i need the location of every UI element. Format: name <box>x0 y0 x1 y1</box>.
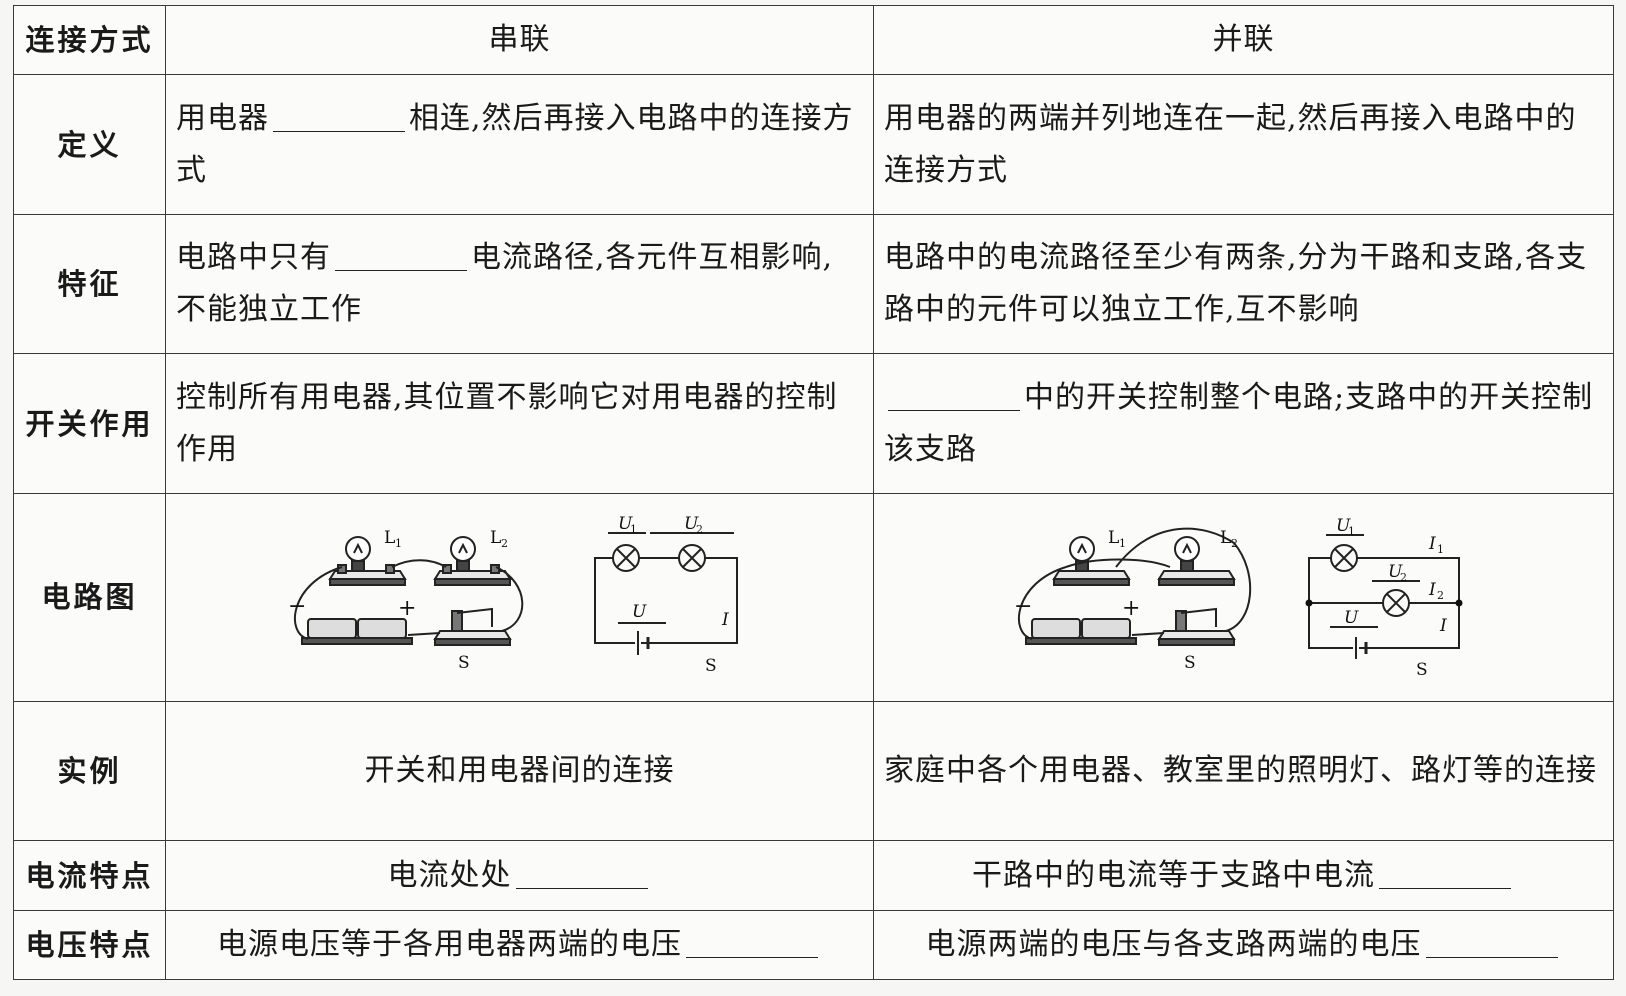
parallel-I1-label: I <box>1428 534 1437 554</box>
series-schematic <box>593 532 738 656</box>
example-parallel: 家庭中各个用电器、教室里的照明灯、路灯等的连接 <box>873 700 1614 842</box>
row-feature: 特征 电路中只有电流路径,各元件互相影响,不能独立工作 电路中的电流路径至少有两… <box>13 213 1614 355</box>
parallel-L1-sub: 1 <box>1119 537 1127 550</box>
diagram-parallel: L 1 L 2 − + S <box>873 493 1614 702</box>
fill-blank <box>1425 927 1558 958</box>
fill-blank <box>686 927 818 958</box>
series-S2-label: S <box>705 656 718 676</box>
fill-blank <box>273 101 405 132</box>
series-plus-label: + <box>398 596 417 621</box>
voltage-series-before: 电源电压等于各用电器两端的电压 <box>217 926 682 962</box>
parallel-I2-sub: 2 <box>1437 589 1445 602</box>
series-circuit-diagrams: L 1 L 2 − + S <box>288 514 738 676</box>
parallel-U1-sub: 1 <box>1348 525 1356 538</box>
fill-blank <box>335 240 467 272</box>
current-series: 电流处处 <box>165 840 874 911</box>
parallel-U-label: U <box>1344 608 1359 628</box>
feature-series: 电路中只有电流路径,各元件互相影响,不能独立工作 <box>165 213 874 355</box>
diagram-series: L 1 L 2 − + S <box>165 493 874 702</box>
junction-dot <box>1455 599 1462 607</box>
parallel-circuit-diagrams: L 1 L 2 − + S <box>1014 516 1462 680</box>
series-S-label: S <box>458 653 471 673</box>
definition-series-before: 用电器 <box>176 100 269 136</box>
parallel-I1-sub: 1 <box>1437 543 1445 556</box>
definition-parallel: 用电器的两端并列地连在一起,然后再接入电路中的连接方式 <box>873 74 1614 215</box>
series-minus-label: − <box>288 594 307 619</box>
feature-parallel: 电路中的电流路径至少有两条,分为干路和支路,各支路中的元件可以独立工作,互不影响 <box>873 213 1614 355</box>
series-U2-label: U <box>684 514 699 534</box>
switch-parallel-after: 中的开关控制整个电路;支路中的开关控制该支路 <box>884 379 1594 467</box>
row-switch: 开关作用 控制所有用电器,其位置不影响它对用电器的控制作用 中的开关控制整个电路… <box>13 353 1614 494</box>
switch-parallel: 中的开关控制整个电路;支路中的开关控制该支路 <box>873 353 1614 494</box>
series-U1-sub: 1 <box>630 523 638 536</box>
current-parallel: 干路中的电流等于支路中电流 <box>873 840 1614 911</box>
voltage-parallel: 电源两端的电压与各支路两端的电压 <box>873 909 1614 981</box>
row-voltage-feature: 电压特点 电源电压等于各用电器两端的电压 电源两端的电压与各支路两端的电压 <box>13 909 1614 981</box>
series-L2-sub: 2 <box>501 537 509 550</box>
row-label-switch: 开关作用 <box>13 353 166 494</box>
battery-icon <box>300 618 413 646</box>
definition-series: 用电器相连,然后再接入电路中的连接方式 <box>165 74 874 215</box>
parallel-S2-label: S <box>1416 660 1429 680</box>
row-definition: 定义 用电器相连,然后再接入电路中的连接方式 用电器的两端并列地连在一起,然后再… <box>13 74 1614 215</box>
switch-icon <box>432 608 512 647</box>
parallel-I2-label: I <box>1428 580 1437 600</box>
example-series: 开关和用电器间的连接 <box>165 700 874 842</box>
voltage-parallel-before: 电源两端的电压与各支路两端的电压 <box>925 926 1422 962</box>
header-row: 连接方式 串联 并联 <box>13 4 1614 76</box>
row-diagram: 电路图 <box>13 493 1614 702</box>
lamp-board-icon <box>1156 536 1236 587</box>
row-label-feature: 特征 <box>13 213 166 355</box>
voltage-series: 电源电压等于各用电器两端的电压 <box>165 909 874 981</box>
feature-series-before: 电路中只有 <box>176 240 331 276</box>
definition-series-after: 相连,然后再接入电路中的连接方式 <box>176 100 854 188</box>
header-parallel: 并联 <box>873 4 1614 76</box>
series-L2-label: L <box>490 528 502 548</box>
row-label-current: 电流特点 <box>13 840 166 911</box>
series-U2-sub: 2 <box>696 523 704 536</box>
parallel-U2-sub: 2 <box>1400 571 1408 584</box>
series-U1-label: U <box>618 514 633 534</box>
switch-series: 控制所有用电器,其位置不影响它对用电器的控制作用 <box>165 353 874 494</box>
row-label-example: 实例 <box>13 700 166 842</box>
parallel-U2-label: U <box>1388 562 1403 582</box>
parallel-L2-label: L <box>1220 528 1232 548</box>
current-series-before: 电流处处 <box>387 857 512 893</box>
parallel-I-label: I <box>1439 616 1448 636</box>
feature-series-after: 电流路径,各元件互相影响,不能独立工作 <box>176 240 834 328</box>
lamp-board-icon <box>432 536 512 587</box>
lamp-board-icon <box>327 536 407 587</box>
parallel-U1-label: U <box>1336 516 1351 536</box>
row-example: 实例 开关和用电器间的连接 家庭中各个用电器、教室里的照明灯、路灯等的连接 <box>13 700 1614 842</box>
battery-icon <box>1024 618 1137 646</box>
header-series: 串联 <box>165 4 874 76</box>
series-I-label: I <box>721 610 730 630</box>
row-label-definition: 定义 <box>13 74 166 215</box>
parallel-plus-label: + <box>1122 596 1141 621</box>
series-U-label: U <box>632 602 647 622</box>
fill-blank <box>888 380 1020 411</box>
series-L1-label: L <box>384 528 396 548</box>
row-label-voltage: 电压特点 <box>13 909 166 981</box>
series-parallel-table: 连接方式 串联 并联 定义 用电器相连,然后再接入电路中的连接方式 用电器的两端… <box>13 4 1614 981</box>
switch-icon <box>1156 608 1236 647</box>
fill-blank <box>515 858 648 889</box>
series-pictorial <box>293 536 523 647</box>
parallel-L1-label: L <box>1108 528 1120 548</box>
lamp-board-icon <box>1051 536 1131 587</box>
parallel-L2-sub: 2 <box>1231 537 1239 550</box>
current-parallel-before: 干路中的电流等于支路中电流 <box>972 857 1375 893</box>
header-label: 连接方式 <box>13 4 166 76</box>
fill-blank <box>1379 858 1511 889</box>
parallel-S-label: S <box>1184 653 1197 673</box>
parallel-minus-label: − <box>1014 594 1033 619</box>
parallel-pictorial <box>1017 528 1251 647</box>
parallel-schematic <box>1307 534 1460 660</box>
junction-dot <box>1305 599 1312 607</box>
series-L1-sub: 1 <box>395 537 403 550</box>
row-current-feature: 电流特点 电流处处 干路中的电流等于支路中电流 <box>13 840 1614 911</box>
row-label-diagram: 电路图 <box>13 493 166 702</box>
